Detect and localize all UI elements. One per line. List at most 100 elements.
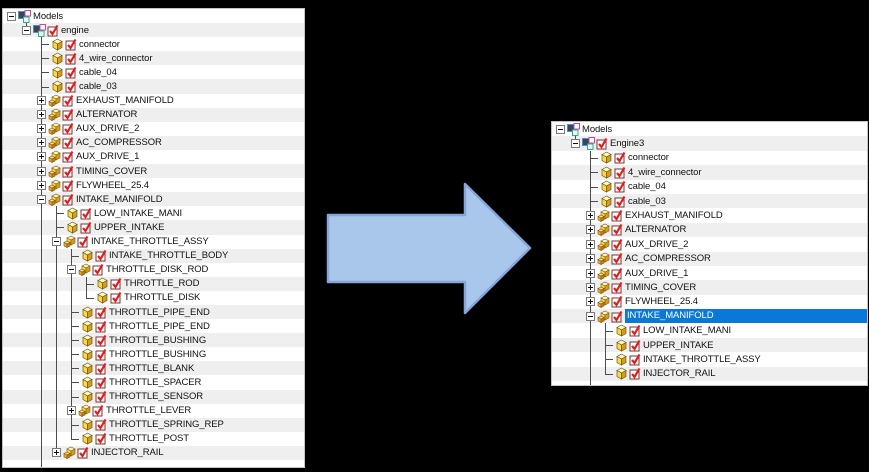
tree-row[interactable]: AUX_DRIVE_2 bbox=[552, 237, 867, 252]
node-label[interactable]: UPPER_INTAKE bbox=[94, 221, 165, 233]
node-label[interactable]: FLYWHEEL_25.4 bbox=[76, 179, 149, 191]
node-label[interactable]: THROTTLE_LEVER bbox=[106, 405, 192, 417]
node-label[interactable]: EXHAUST_MANIFOLD bbox=[625, 210, 723, 222]
node-label[interactable]: THROTTLE_BUSHING bbox=[109, 348, 207, 360]
tree-row[interactable]: Models bbox=[3, 9, 304, 23]
node-label[interactable]: THROTTLE_ROD bbox=[124, 278, 200, 290]
node-label[interactable]: AC_COMPRESSOR bbox=[76, 137, 162, 149]
visibility-checkbox[interactable] bbox=[95, 334, 107, 347]
collapse-minus-icon[interactable] bbox=[7, 11, 16, 21]
node-label[interactable]: ALTERNATOR bbox=[76, 109, 138, 121]
tree-row[interactable]: AC_COMPRESSOR bbox=[3, 135, 304, 150]
tree-row[interactable]: TIMING_COVER bbox=[3, 164, 304, 179]
node-label[interactable]: ALTERNATOR bbox=[625, 224, 687, 236]
expand-plus-icon[interactable] bbox=[37, 124, 46, 134]
tree-row[interactable]: THROTTLE_SPACER bbox=[3, 375, 304, 390]
tree-row[interactable]: INJECTOR_RAIL bbox=[3, 445, 304, 460]
tree-row[interactable]: ALTERNATOR bbox=[552, 222, 867, 238]
expand-plus-icon[interactable] bbox=[37, 96, 46, 106]
node-label[interactable]: INTAKE_THROTTLE_BODY bbox=[109, 250, 229, 262]
visibility-checkbox[interactable] bbox=[611, 295, 623, 308]
expand-plus-icon[interactable] bbox=[37, 166, 46, 176]
expand-plus-icon[interactable] bbox=[586, 225, 595, 235]
tree-row[interactable]: EXHAUST_MANIFOLD bbox=[3, 93, 304, 108]
visibility-checkbox[interactable] bbox=[62, 165, 74, 178]
visibility-checkbox[interactable] bbox=[95, 390, 107, 403]
tree-row[interactable]: AUX_DRIVE_1 bbox=[3, 149, 304, 165]
node-label[interactable]: THROTTLE_POST bbox=[109, 433, 189, 445]
visibility-checkbox[interactable] bbox=[629, 324, 641, 337]
visibility-checkbox[interactable] bbox=[62, 108, 74, 121]
node-label[interactable]: cable_03 bbox=[628, 195, 666, 207]
visibility-checkbox[interactable] bbox=[611, 209, 623, 222]
tree-row[interactable]: AC_COMPRESSOR bbox=[552, 251, 867, 266]
visibility-checkbox[interactable] bbox=[80, 207, 92, 220]
tree-row[interactable]: THROTTLE_PIPE_END bbox=[3, 319, 304, 334]
tree-row[interactable]: THROTTLE_DISK_ROD bbox=[3, 262, 304, 277]
node-label[interactable]: engine bbox=[61, 24, 89, 36]
visibility-checkbox[interactable] bbox=[110, 291, 122, 304]
tree-row[interactable]: UPPER_INTAKE bbox=[3, 220, 304, 235]
visibility-checkbox[interactable] bbox=[62, 136, 74, 149]
visibility-checkbox[interactable] bbox=[92, 263, 104, 276]
visibility-checkbox[interactable] bbox=[95, 320, 107, 333]
expand-plus-icon[interactable] bbox=[586, 268, 595, 278]
node-label[interactable]: 4_wire_connector bbox=[628, 166, 702, 178]
node-label[interactable]: LOW_INTAKE_MANI bbox=[643, 325, 732, 337]
node-label[interactable]: AUX_DRIVE_2 bbox=[625, 238, 689, 250]
tree-row[interactable]: INTAKE_THROTTLE_ASSY bbox=[552, 352, 867, 367]
tree-row[interactable]: Engine3 bbox=[552, 136, 867, 151]
visibility-checkbox[interactable] bbox=[629, 339, 641, 352]
visibility-checkbox[interactable] bbox=[110, 277, 122, 290]
visibility-checkbox[interactable] bbox=[611, 281, 623, 294]
collapse-minus-icon[interactable] bbox=[67, 265, 76, 275]
collapse-minus-icon[interactable] bbox=[556, 124, 565, 134]
node-label[interactable]: AUX_DRIVE_2 bbox=[76, 123, 140, 135]
visibility-checkbox[interactable] bbox=[596, 137, 608, 150]
visibility-checkbox[interactable] bbox=[62, 150, 74, 163]
visibility-checkbox[interactable] bbox=[77, 235, 89, 248]
tree-row[interactable]: ALTERNATOR bbox=[3, 107, 304, 122]
visibility-checkbox[interactable] bbox=[611, 267, 623, 280]
tree-row[interactable]: THROTTLE_LEVER bbox=[3, 403, 304, 418]
visibility-checkbox[interactable] bbox=[92, 404, 104, 417]
visibility-checkbox[interactable] bbox=[614, 195, 626, 208]
node-label[interactable]: THROTTLE_SPRING_REP bbox=[109, 419, 224, 431]
node-label[interactable]: Models bbox=[33, 10, 64, 22]
visibility-checkbox[interactable] bbox=[77, 446, 89, 459]
node-label[interactable]: THROTTLE_SENSOR bbox=[109, 391, 204, 403]
node-label[interactable]: INJECTOR_RAIL bbox=[643, 368, 716, 380]
node-label[interactable]: AUX_DRIVE_1 bbox=[625, 267, 689, 279]
visibility-checkbox[interactable] bbox=[65, 38, 77, 51]
visibility-checkbox[interactable] bbox=[614, 180, 626, 193]
expand-plus-icon[interactable] bbox=[67, 406, 76, 416]
visibility-checkbox[interactable] bbox=[65, 52, 77, 65]
tree-row[interactable]: AUX_DRIVE_2 bbox=[3, 121, 304, 136]
visibility-checkbox[interactable] bbox=[629, 353, 641, 366]
tree-row[interactable]: THROTTLE_DISK bbox=[3, 290, 304, 305]
tree-row[interactable]: EXHAUST_MANIFOLD bbox=[552, 208, 867, 223]
tree-row[interactable]: THROTTLE_BLANK bbox=[3, 361, 304, 376]
visibility-checkbox[interactable] bbox=[629, 367, 641, 380]
visibility-checkbox[interactable] bbox=[62, 179, 74, 192]
tree-row[interactable]: cable_04 bbox=[552, 179, 867, 194]
visibility-checkbox[interactable] bbox=[95, 376, 107, 389]
tree-row[interactable]: UPPER_INTAKE bbox=[552, 337, 867, 353]
tree-row[interactable]: THROTTLE_BUSHING bbox=[3, 347, 304, 362]
node-label[interactable]: UPPER_INTAKE bbox=[643, 339, 714, 351]
tree-row[interactable]: LOW_INTAKE_MANI bbox=[3, 206, 304, 221]
tree-row[interactable]: cable_03 bbox=[552, 193, 867, 209]
visibility-checkbox[interactable] bbox=[95, 362, 107, 375]
tree-row[interactable]: INTAKE_THROTTLE_ASSY bbox=[3, 234, 304, 249]
node-label[interactable]: Models bbox=[582, 123, 613, 135]
tree-row[interactable]: Models bbox=[552, 122, 867, 136]
node-label[interactable]: INTAKE_MANIFOLD bbox=[76, 193, 163, 205]
visibility-checkbox[interactable] bbox=[611, 223, 623, 236]
node-label[interactable]: cable_04 bbox=[79, 66, 117, 78]
visibility-checkbox[interactable] bbox=[47, 24, 59, 37]
tree-row[interactable]: THROTTLE_ROD bbox=[3, 276, 304, 291]
node-label[interactable]: INTAKE_MANIFOLD bbox=[625, 309, 867, 324]
expand-plus-icon[interactable] bbox=[37, 152, 46, 162]
tree-row[interactable]: INJECTOR_RAIL bbox=[552, 366, 867, 382]
tree-row[interactable]: THROTTLE_POST bbox=[3, 431, 304, 446]
